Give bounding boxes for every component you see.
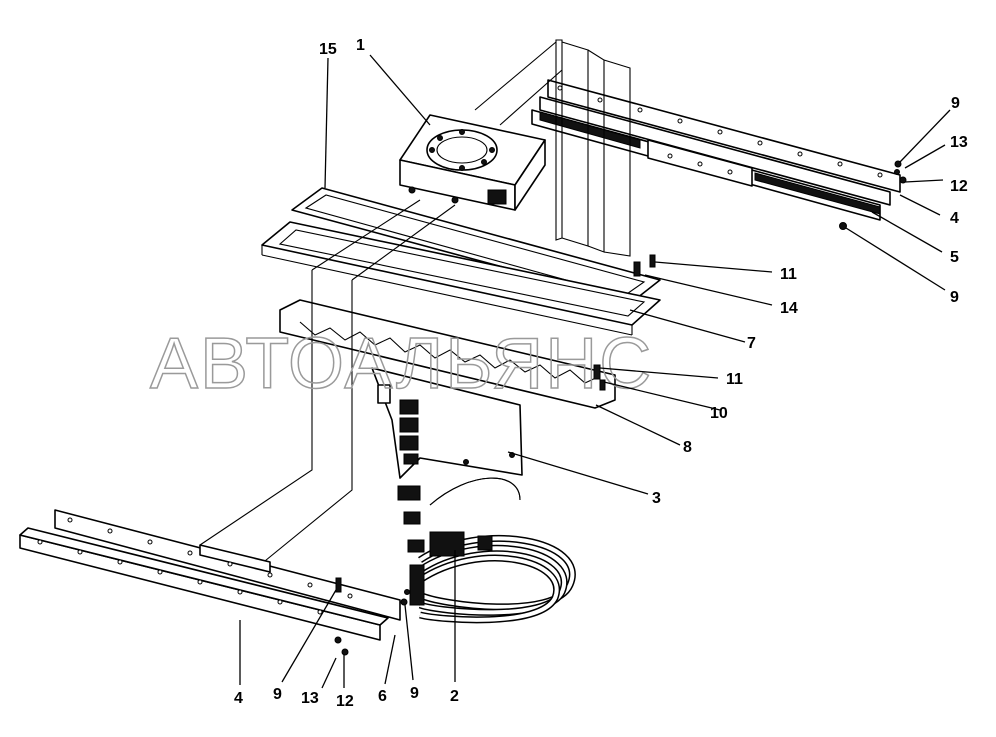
callout-9-bottom-right: 9 [410,685,419,702]
valve-plate [371,367,523,479]
callout-11-middle: 11 [726,371,743,388]
watermark-text: АВТОАЛЬЯНС [150,324,653,404]
callout-4-top: 4 [950,210,959,227]
callout-1: 1 [356,37,365,54]
leader-lines [239,54,951,689]
callout-2: 2 [450,688,459,705]
callout-15: 15 [319,41,337,58]
callout-3: 3 [652,490,661,507]
bracket-box [399,114,546,211]
callout-12-top: 12 [950,178,968,195]
lower-rail-assembly [19,509,401,641]
frame-gasket-upper [261,187,661,336]
callout-13-bottom: 13 [301,690,319,707]
callout-8: 8 [683,439,692,456]
callout-9-right: 9 [950,289,959,306]
callout-10: 10 [710,405,728,422]
callout-13-top: 13 [950,134,968,151]
serrated-plate [279,299,616,409]
callout-6: 6 [378,688,387,705]
callout-7: 7 [747,335,756,352]
callout-9-bottom-left: 9 [273,686,282,703]
assembly-guide-lines [199,199,456,566]
hose-bundle [397,477,576,624]
upper-rail-assembly [531,79,901,221]
gasket-sheets [474,39,631,257]
callout-9-top: 9 [951,95,960,112]
callout-12-bottom: 12 [336,693,354,710]
fasteners [334,160,907,656]
callout-14: 14 [780,300,798,317]
callout-5: 5 [950,249,959,266]
callout-11-top: 11 [780,266,797,283]
callout-4-bottom: 4 [234,690,243,707]
